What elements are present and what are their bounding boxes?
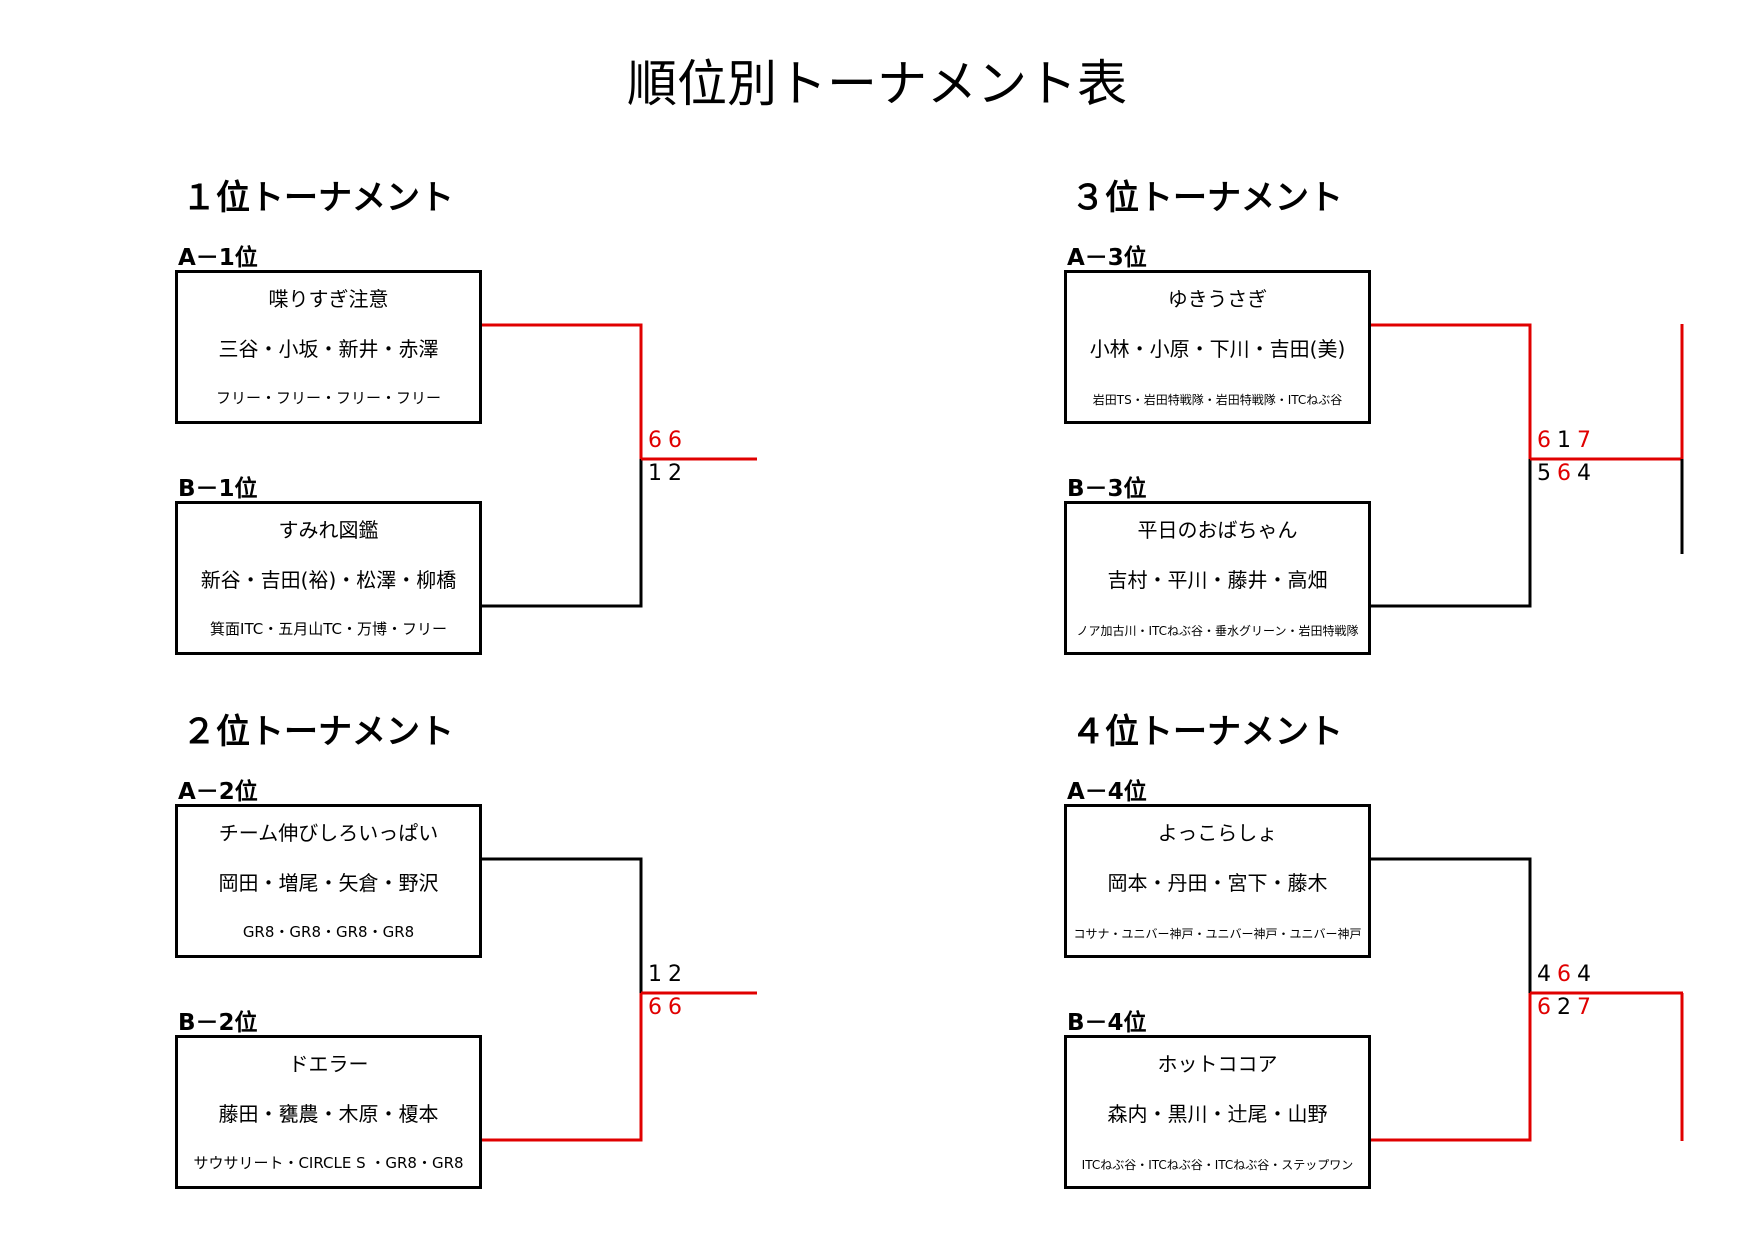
score-top-set-2: 2 bbox=[668, 962, 683, 987]
score-top-set-2: 1 bbox=[1557, 428, 1572, 453]
slot-label-a: A－1位 bbox=[178, 245, 258, 271]
score-bottom-set-3: 7 bbox=[1577, 995, 1592, 1020]
section-title: ４位トーナメント bbox=[1071, 712, 1343, 752]
team-clubs: ITCねぶ谷・ITCねぶ谷・ITCねぶ谷・ステップワン bbox=[1081, 1158, 1354, 1172]
bracket-lines bbox=[1371, 323, 1684, 608]
team-name: ホットココア bbox=[1157, 1052, 1278, 1076]
team-name: ゆきうさぎ bbox=[1167, 287, 1268, 311]
slot-label-a: A－3位 bbox=[1067, 245, 1147, 271]
team-box-a[interactable]: 喋りすぎ注意 三谷・小坂・新井・赤澤 フリー・フリー・フリー・フリー bbox=[175, 270, 482, 424]
team-clubs: コサナ・ユニバー神戸・ユニバー神戸・ユニバー神戸 bbox=[1073, 927, 1362, 941]
score-bottom-set-2: 2 bbox=[1557, 995, 1572, 1020]
score-bottom-set-1: 6 bbox=[648, 995, 663, 1020]
score-top-set-1: 6 bbox=[648, 428, 663, 453]
score-top-set-1: 1 bbox=[648, 962, 663, 987]
team-name: チーム伸びしろいっぱい bbox=[218, 821, 439, 845]
team-players: 藤田・甕農・木原・榎本 bbox=[218, 1102, 439, 1126]
team-box-a[interactable]: よっこらしょ 岡本・丹田・宮下・藤木 コサナ・ユニバー神戸・ユニバー神戸・ユニバ… bbox=[1064, 804, 1371, 958]
team-players: 森内・黒川・辻尾・山野 bbox=[1107, 1102, 1328, 1126]
team-name: 平日のおばちゃん bbox=[1137, 518, 1298, 542]
team-box-b[interactable]: ドエラー 藤田・甕農・木原・榎本 サウサリート・CIRCLE S ・GR8・GR… bbox=[175, 1035, 482, 1189]
team-name: ドエラー bbox=[288, 1052, 369, 1076]
team-players: 岡田・増尾・矢倉・野沢 bbox=[218, 871, 439, 895]
team-box-a[interactable]: ゆきうさぎ 小林・小原・下川・吉田(美) 岩田TS・岩田特戦隊・岩田特戦隊・IT… bbox=[1064, 270, 1371, 424]
page-title: 順位別トーナメント表 bbox=[627, 55, 1127, 113]
score-bottom-set-1: 1 bbox=[648, 461, 663, 486]
slot-label-b: B－3位 bbox=[1067, 476, 1147, 502]
bracket-lines bbox=[1371, 857, 1684, 1142]
section-title: ３位トーナメント bbox=[1071, 178, 1343, 218]
tournament-3rd: ３位トーナメント A－3位 ゆきうさぎ 小林・小原・下川・吉田(美) 岩田TS・… bbox=[1061, 176, 1684, 696]
section-title: １位トーナメント bbox=[182, 178, 454, 218]
tournament-4th: ４位トーナメント A－4位 よっこらしょ 岡本・丹田・宮下・藤木 コサナ・ユニバ… bbox=[1061, 710, 1684, 1230]
slot-label-b: B－1位 bbox=[178, 476, 258, 502]
team-box-b[interactable]: ホットココア 森内・黒川・辻尾・山野 ITCねぶ谷・ITCねぶ谷・ITCねぶ谷・… bbox=[1064, 1035, 1371, 1189]
slot-label-a: A－2位 bbox=[178, 779, 258, 805]
score-top-set-1: 4 bbox=[1537, 962, 1552, 987]
team-players: 岡本・丹田・宮下・藤木 bbox=[1107, 871, 1328, 895]
team-clubs: 箕面ITC・五月山TC・万博・フリー bbox=[210, 620, 447, 638]
bracket-lines bbox=[482, 323, 757, 608]
team-players: 小林・小原・下川・吉田(美) bbox=[1089, 337, 1346, 361]
section-title: ２位トーナメント bbox=[182, 712, 454, 752]
tournament-1st: １位トーナメント A－1位 喋りすぎ注意 三谷・小坂・新井・赤澤 フリー・フリー… bbox=[172, 176, 772, 696]
score-top-set-2: 6 bbox=[1557, 962, 1572, 987]
score-top-set-3: 4 bbox=[1577, 962, 1592, 987]
score-top-set-3: 7 bbox=[1577, 428, 1592, 453]
team-box-b[interactable]: 平日のおばちゃん 吉村・平川・藤井・高畑 ノア加古川・ITCねぶ谷・垂水グリーン… bbox=[1064, 501, 1371, 655]
score-bottom-set-3: 4 bbox=[1577, 461, 1592, 486]
team-box-b[interactable]: すみれ図鑑 新谷・吉田(裕)・松澤・柳橋 箕面ITC・五月山TC・万博・フリー bbox=[175, 501, 482, 655]
score-bottom-set-2: 2 bbox=[668, 461, 683, 486]
team-clubs: サウサリート・CIRCLE S ・GR8・GR8 bbox=[193, 1154, 464, 1172]
team-players: 新谷・吉田(裕)・松澤・柳橋 bbox=[200, 568, 457, 592]
score-bottom-set-2: 6 bbox=[1557, 461, 1572, 486]
bracket-lines bbox=[482, 857, 757, 1142]
score-bottom-set-1: 6 bbox=[1537, 995, 1552, 1020]
team-name: よっこらしょ bbox=[1157, 821, 1278, 845]
score-top-set-1: 6 bbox=[1537, 428, 1552, 453]
team-players: 吉村・平川・藤井・高畑 bbox=[1107, 568, 1328, 592]
score-bottom-set-1: 5 bbox=[1537, 461, 1552, 486]
tournament-2nd: ２位トーナメント A－2位 チーム伸びしろいっぱい 岡田・増尾・矢倉・野沢 GR… bbox=[172, 710, 772, 1230]
team-players: 三谷・小坂・新井・赤澤 bbox=[218, 337, 439, 361]
team-name: 喋りすぎ注意 bbox=[268, 287, 389, 311]
team-box-a[interactable]: チーム伸びしろいっぱい 岡田・増尾・矢倉・野沢 GR8・GR8・GR8・GR8 bbox=[175, 804, 482, 958]
slot-label-a: A－4位 bbox=[1067, 779, 1147, 805]
team-name: すみれ図鑑 bbox=[278, 518, 379, 542]
score-top-set-2: 6 bbox=[668, 428, 683, 453]
team-clubs: フリー・フリー・フリー・フリー bbox=[215, 389, 441, 407]
slot-label-b: B－2位 bbox=[178, 1010, 258, 1036]
team-clubs: ノア加古川・ITCねぶ谷・垂水グリーン・岩田特戦隊 bbox=[1076, 624, 1359, 638]
team-clubs: 岩田TS・岩田特戦隊・岩田特戦隊・ITCねぶ谷 bbox=[1092, 393, 1343, 407]
slot-label-b: B－4位 bbox=[1067, 1010, 1147, 1036]
team-clubs: GR8・GR8・GR8・GR8 bbox=[242, 923, 415, 941]
score-bottom-set-2: 6 bbox=[668, 995, 683, 1020]
